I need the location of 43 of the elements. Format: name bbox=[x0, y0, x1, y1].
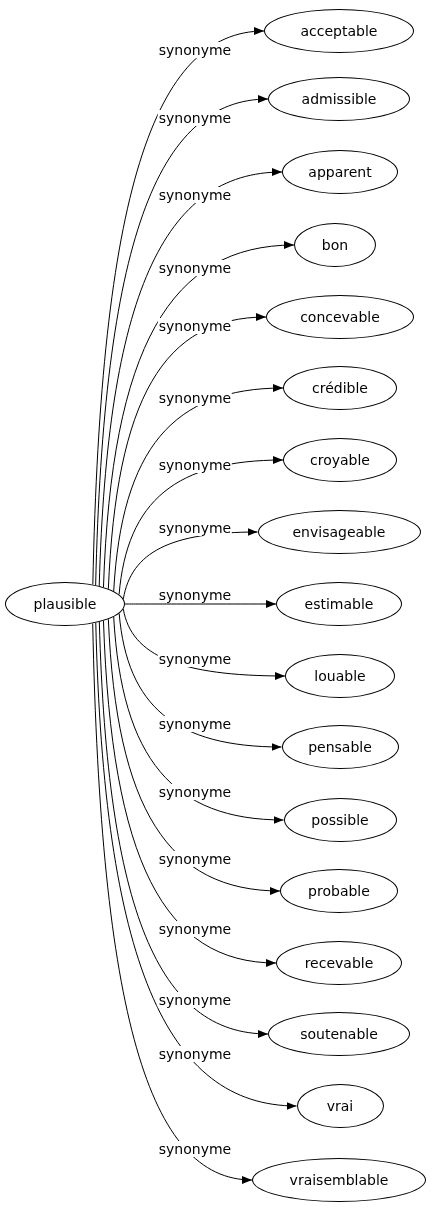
arrow bbox=[98, 168, 283, 587]
word-ellipse: envisageable bbox=[257, 510, 421, 554]
edge-label: synonyme bbox=[157, 260, 233, 277]
edge-label: synonyme bbox=[157, 851, 233, 868]
word-ellipse: apparent bbox=[282, 150, 398, 194]
word-ellipse: concevable bbox=[266, 295, 414, 339]
word-ellipse: crédible bbox=[283, 366, 397, 410]
word-ellipse: admissible bbox=[268, 77, 410, 121]
edge-label: synonyme bbox=[157, 318, 233, 335]
word-ellipse: soutenable bbox=[268, 1012, 410, 1056]
word-ellipse: recevable bbox=[276, 941, 402, 985]
edge-label: synonyme bbox=[157, 1141, 233, 1158]
edge-label: synonyme bbox=[157, 920, 233, 937]
arrow bbox=[113, 616, 284, 824]
word-ellipse: vrai bbox=[296, 1084, 384, 1128]
edge-label: synonyme bbox=[157, 186, 233, 203]
edge-label: synonyme bbox=[157, 716, 233, 733]
arrow bbox=[92, 623, 253, 1183]
word-ellipse: croyable bbox=[283, 438, 397, 482]
word-ellipse: acceptable bbox=[264, 9, 414, 53]
word-ellipse: estimable bbox=[276, 582, 402, 626]
edge-label: synonyme bbox=[157, 991, 233, 1008]
edge-label: synonyme bbox=[157, 390, 233, 407]
edge-label: synonyme bbox=[157, 1046, 233, 1063]
word-ellipse: bon bbox=[294, 223, 376, 267]
arrow bbox=[98, 621, 269, 1037]
word-ellipse: probable bbox=[280, 869, 398, 913]
arrow bbox=[107, 618, 281, 895]
edge-label: synonyme bbox=[157, 42, 233, 59]
word-ellipse: pensable bbox=[281, 725, 399, 769]
arrow bbox=[102, 241, 295, 588]
arrow bbox=[107, 313, 267, 590]
word-ellipse: plausible bbox=[5, 582, 125, 626]
word-ellipse: louable bbox=[285, 654, 395, 698]
word-ellipse: possible bbox=[283, 798, 397, 842]
arrow bbox=[92, 28, 265, 585]
edge-label: synonyme bbox=[157, 110, 233, 127]
edge-label: synonyme bbox=[157, 783, 233, 800]
arrow bbox=[124, 600, 277, 608]
arrow bbox=[95, 96, 269, 586]
arrow bbox=[95, 622, 297, 1109]
word-ellipse: vraisemblable bbox=[252, 1158, 426, 1202]
arrow bbox=[102, 620, 277, 967]
